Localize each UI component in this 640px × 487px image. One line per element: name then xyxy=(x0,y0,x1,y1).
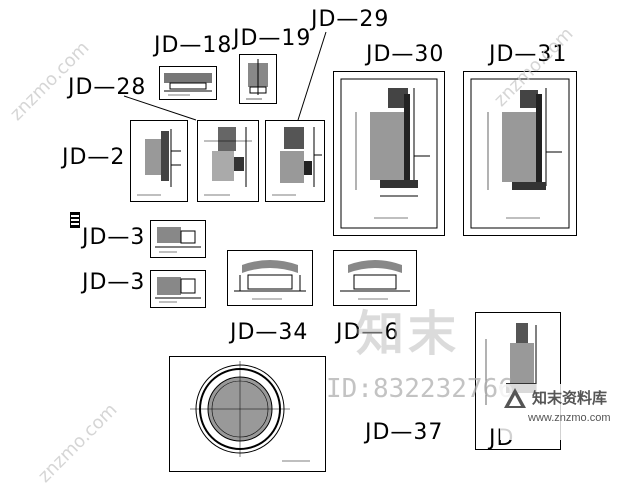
sheet-jd-28[interactable] xyxy=(197,120,259,202)
jd-34-detail-drawing xyxy=(234,260,306,300)
jd-3-upper-detail-drawing xyxy=(155,227,201,253)
label-jd-30: JD—30 xyxy=(366,42,445,67)
label-jd-3-lower: JD—3 xyxy=(82,270,146,295)
label-jd-18: JD—18 xyxy=(154,33,233,58)
label-jd-29: JD—29 xyxy=(311,7,390,32)
sheet-jd-30[interactable] xyxy=(333,71,445,236)
section-marker xyxy=(70,212,80,228)
sheet-jd-3-lower[interactable] xyxy=(150,270,206,308)
jd-28-detail-drawing xyxy=(204,127,252,196)
znzmo-logo: 知末资料库 www.znzmo.com xyxy=(476,384,640,480)
jd-31-detail-drawing xyxy=(470,78,570,229)
jd-18-detail-drawing xyxy=(164,73,212,96)
watermark-id: ID:832232766 xyxy=(326,374,514,404)
logo-background xyxy=(500,384,640,440)
label-jd-31: JD—31 xyxy=(489,42,568,67)
logo-name: 知末资料库 xyxy=(532,389,608,407)
sheet-jd-29[interactable] xyxy=(265,120,325,202)
sheet-jd-19[interactable] xyxy=(239,54,277,104)
jd-19-detail-drawing xyxy=(246,59,268,100)
sheet-jd-35[interactable] xyxy=(169,356,326,472)
jd-29-detail-drawing xyxy=(272,127,322,196)
sheet-jd-36[interactable] xyxy=(333,250,417,306)
jd-30-detail-drawing xyxy=(340,78,438,229)
sheet-jd-34[interactable] xyxy=(227,250,313,306)
jd-36-detail-drawing xyxy=(340,260,410,300)
jd-27-detail-drawing xyxy=(137,129,181,196)
sheet-jd-31[interactable] xyxy=(463,71,577,236)
logo-icon xyxy=(504,388,526,408)
sheet-jd-27[interactable] xyxy=(130,120,188,202)
jd-35-circular-plan-drawing xyxy=(190,361,310,462)
sheet-jd-18[interactable] xyxy=(159,66,217,100)
label-jd-3-upper: JD—3 xyxy=(82,225,146,250)
label-jd-36: JD—6 xyxy=(336,320,400,345)
watermark-brand: 知末 xyxy=(356,306,461,362)
jd-3-lower-detail-drawing xyxy=(155,277,201,303)
label-jd-28: JD—28 xyxy=(68,75,147,100)
sheet-jd-3-upper[interactable] xyxy=(150,220,206,258)
logo-url: www.znzmo.com xyxy=(528,412,611,424)
label-jd-27: JD—2 xyxy=(62,145,126,170)
label-jd-34: JD—34 xyxy=(230,320,309,345)
label-jd-37: JD—37 xyxy=(365,420,444,445)
label-jd-19: JD—19 xyxy=(233,26,312,51)
